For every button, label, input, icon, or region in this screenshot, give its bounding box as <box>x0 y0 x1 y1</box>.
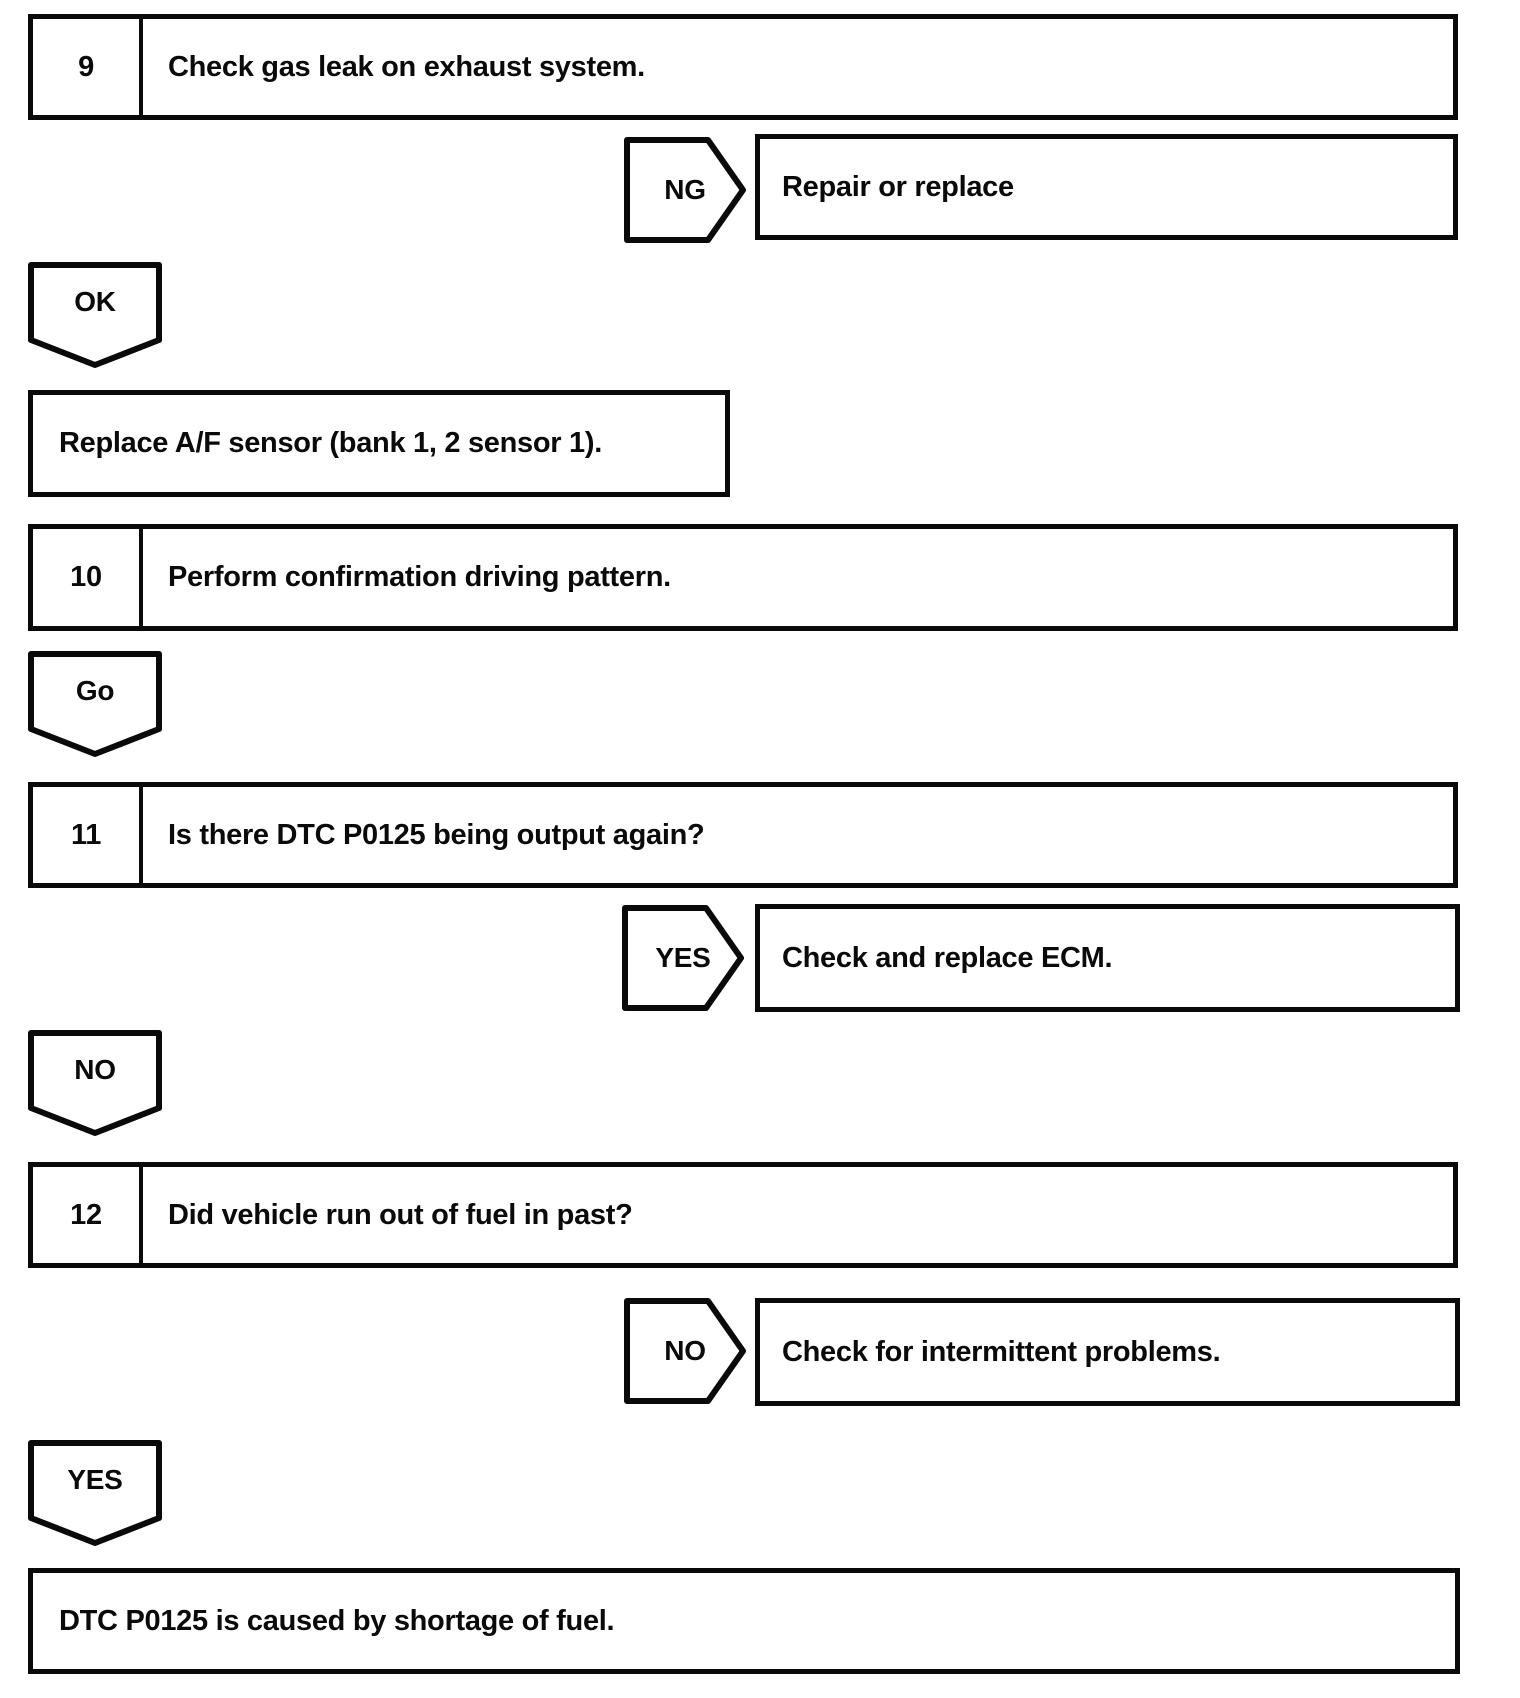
step-11-text: Is there DTC P0125 being output again? <box>168 818 705 851</box>
connector-no-1-label: NO <box>74 1054 116 1085</box>
step-9-text: Check gas leak on exhaust system. <box>168 50 645 83</box>
conclusion-box: DTC P0125 is caused by shortage of fuel. <box>28 1568 1460 1674</box>
step-box-11: 11 Is there DTC P0125 being output again… <box>28 782 1458 888</box>
connector-ok-label: OK <box>74 286 116 317</box>
pentagon-right-shape <box>624 1298 746 1404</box>
conclusion-text: DTC P0125 is caused by shortage of fuel. <box>59 1604 615 1637</box>
pentagon-right-shape <box>624 137 746 243</box>
connector-no-1: NO <box>28 1030 162 1136</box>
action-box-ecm: Check and replace ECM. <box>755 904 1460 1012</box>
pentagon-down-shape <box>28 262 162 368</box>
step-10-number: 10 <box>33 529 143 626</box>
connector-no-2-label: NO <box>664 1335 706 1366</box>
connector-yes-2: YES <box>28 1440 162 1546</box>
pentagon-down-shape <box>28 1440 162 1546</box>
step-11-number: 11 <box>33 787 143 883</box>
connector-yes-1-label: YES <box>655 942 711 973</box>
step-12-text: Did vehicle run out of fuel in past? <box>168 1198 633 1231</box>
action-ecm-text: Check and replace ECM. <box>782 941 1113 974</box>
connector-yes-1: YES <box>622 905 744 1011</box>
action-replace-sensor-text: Replace A/F sensor (bank 1, 2 sensor 1). <box>59 427 602 459</box>
connector-no-2: NO <box>624 1298 746 1404</box>
connector-yes-2-label: YES <box>67 1464 123 1495</box>
connector-ok: OK <box>28 262 162 368</box>
step-9-number: 9 <box>33 19 143 115</box>
step-box-9: 9 Check gas leak on exhaust system. <box>28 14 1458 120</box>
step-box-12: 12 Did vehicle run out of fuel in past? <box>28 1162 1458 1268</box>
step-10-text: Perform confirmation driving pattern. <box>168 561 671 593</box>
pentagon-down-shape <box>28 651 162 757</box>
action-box-replace-sensor: Replace A/F sensor (bank 1, 2 sensor 1). <box>28 390 730 497</box>
action-box-repair: Repair or replace <box>755 134 1458 240</box>
connector-ng: NG <box>624 137 746 243</box>
action-repair-text: Repair or replace <box>782 170 1014 203</box>
step-box-10: 10 Perform confirmation driving pattern. <box>28 524 1458 631</box>
connector-go: Go <box>28 651 162 757</box>
connector-ng-label: NG <box>664 174 706 205</box>
step-12-number: 12 <box>33 1167 143 1263</box>
action-box-intermittent: Check for intermittent problems. <box>755 1298 1460 1406</box>
pentagon-down-shape <box>28 1030 162 1136</box>
pentagon-right-shape <box>622 905 744 1011</box>
action-intermittent-text: Check for intermittent problems. <box>782 1335 1221 1368</box>
connector-go-label: Go <box>75 675 115 706</box>
